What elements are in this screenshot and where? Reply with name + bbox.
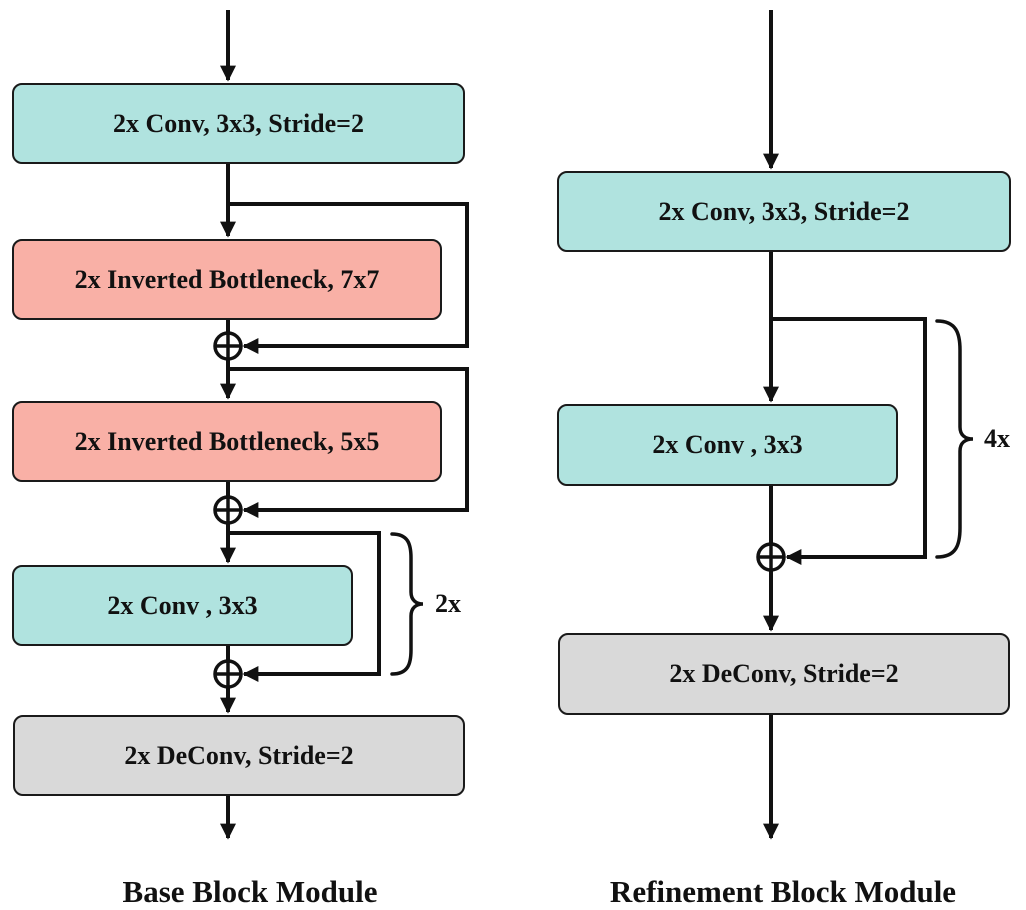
base-repeat-label: 2x	[435, 589, 461, 618]
base-add-node-3	[213, 659, 243, 689]
base-skip-connection-1	[228, 202, 469, 354]
base-inverted-bottleneck-7x7-block: 2x Inverted Bottleneck, 7x7	[12, 239, 442, 320]
base-deconv-block: 2x DeConv, Stride=2	[13, 715, 465, 796]
base-conv-3x3-block: 2x Conv , 3x3	[12, 565, 353, 646]
refine-conv-stride-block: 2x Conv, 3x3, Stride=2	[557, 171, 1011, 252]
refine-module-title: Refinement Block Module	[609, 874, 957, 909]
refine-deconv-block: 2x DeConv, Stride=2	[558, 633, 1010, 715]
base-repeat-brace	[390, 532, 424, 676]
refine-add-node	[756, 542, 786, 572]
base-skip-connection-3	[228, 531, 381, 682]
base-add-node-2	[213, 495, 243, 525]
base-skip-connection-2	[228, 367, 469, 518]
refine-conv-3x3-block: 2x Conv , 3x3	[557, 404, 898, 486]
base-inverted-bottleneck-5x5-block: 2x Inverted Bottleneck, 5x5	[12, 401, 442, 482]
base-add-node-1	[213, 331, 243, 361]
refine-repeat-brace	[935, 319, 974, 559]
base-module-title: Base Block Module	[122, 874, 378, 909]
refine-skip-connection	[771, 317, 927, 565]
refine-repeat-label: 4x	[984, 424, 1010, 453]
base-conv-stride-block: 2x Conv, 3x3, Stride=2	[12, 83, 465, 164]
